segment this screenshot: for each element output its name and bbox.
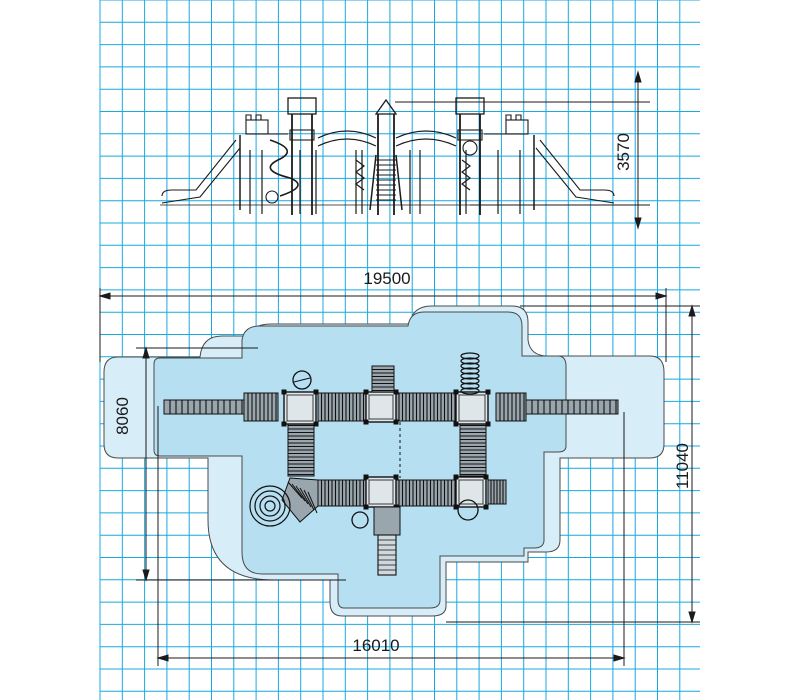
right-battlement bbox=[505, 119, 529, 135]
ramp-slat bbox=[307, 491, 318, 514]
dim-line-structure-depth-arrow bbox=[142, 569, 150, 582]
center-ladder-rail bbox=[395, 154, 403, 211]
dim-plan-structure-depth: 8060 bbox=[113, 397, 132, 435]
coil-left bbox=[355, 159, 365, 191]
tower-top-center-post bbox=[393, 419, 399, 425]
ramp-slat bbox=[299, 487, 312, 508]
bottom-bridge-a bbox=[317, 479, 371, 507]
spiral-coil bbox=[460, 372, 480, 380]
dim-line-total-depth-arrow bbox=[688, 304, 696, 317]
right-tube bbox=[525, 399, 619, 415]
center-roof bbox=[374, 98, 398, 115]
tower-top-right bbox=[455, 391, 489, 425]
ramp-slat bbox=[303, 489, 315, 511]
spiral-coil bbox=[460, 352, 480, 360]
left-crenel bbox=[245, 114, 262, 120]
tower-top-center-post bbox=[363, 389, 369, 395]
left-arch bbox=[317, 130, 377, 147]
tower-top-right-post bbox=[453, 421, 459, 427]
tower-top-center-post bbox=[363, 419, 369, 425]
bottom-slide-top bbox=[373, 506, 401, 536]
tower-top-center-inner bbox=[368, 394, 394, 420]
tower-top-left-post bbox=[313, 389, 319, 395]
tower-top-right-post bbox=[485, 421, 491, 427]
ramp-slat bbox=[287, 481, 303, 499]
dim-line-elevation-arrow bbox=[634, 70, 642, 83]
steering-wheel bbox=[351, 511, 369, 529]
spiral-slide-ring bbox=[264, 500, 276, 512]
spiral-slide-ring bbox=[249, 485, 291, 527]
right-slide bbox=[539, 139, 615, 197]
porthole bbox=[292, 370, 312, 390]
dim-line-structure-width-arrow bbox=[156, 654, 169, 662]
tower-top-left-post bbox=[281, 421, 287, 427]
tower-top-center-post bbox=[393, 389, 399, 395]
left-battlement bbox=[245, 119, 269, 135]
tower-bottom-center-post bbox=[363, 474, 369, 480]
left-slide bbox=[161, 139, 237, 197]
right-crenel bbox=[505, 114, 522, 120]
tower-bottom-right-post bbox=[483, 474, 489, 480]
dim-line-elevation-arrow bbox=[634, 217, 642, 230]
spiral-coil bbox=[460, 362, 480, 370]
dim-line-structure-depth-arrow bbox=[142, 346, 150, 359]
left-slide-edge bbox=[161, 147, 241, 204]
left-tall-tower-roof bbox=[287, 97, 317, 115]
tower-bottom-right-inner bbox=[458, 479, 484, 505]
tower-top-right-inner bbox=[458, 394, 486, 422]
tower-bottom-center-post bbox=[363, 504, 369, 510]
left-bridge bbox=[243, 392, 279, 422]
tower-top-left-post bbox=[281, 389, 287, 395]
right-tall-tower-deck bbox=[457, 129, 483, 141]
tower-top-left bbox=[283, 391, 317, 425]
spiral-coil bbox=[460, 387, 480, 395]
dim-line-structure-width-arrow bbox=[613, 654, 626, 662]
tower-top-right-post bbox=[485, 389, 491, 395]
tower-top-left-inner bbox=[286, 394, 314, 422]
tower-bottom-center-inner bbox=[368, 479, 394, 505]
wheel-panel bbox=[457, 499, 479, 521]
center-ladder-rail bbox=[369, 154, 377, 211]
tower-bottom-right-post bbox=[453, 504, 459, 510]
spiral-coil bbox=[460, 357, 480, 365]
tower-bottom-center bbox=[365, 476, 397, 508]
dim-line-total-width-arrow bbox=[655, 292, 668, 300]
spiral-coil bbox=[460, 367, 480, 375]
ramp-slat bbox=[291, 483, 306, 502]
dim-elevation-height: 3570 bbox=[614, 133, 633, 171]
safety-zone-inner bbox=[153, 311, 567, 609]
dim-plan-total-width: 19500 bbox=[363, 269, 410, 288]
spiral-exit bbox=[265, 190, 279, 204]
left-tall-tower-deck bbox=[289, 129, 315, 141]
tower-bottom-right-post bbox=[483, 504, 489, 510]
spiral-coil bbox=[460, 377, 480, 385]
dim-line-total-depth-arrow bbox=[688, 611, 696, 624]
tower-bottom-center-post bbox=[393, 474, 399, 480]
right-slide-edge bbox=[535, 147, 615, 204]
spiral-coil bbox=[460, 382, 480, 390]
spiral-slide-elevation bbox=[269, 139, 299, 197]
top-bridge-a bbox=[317, 392, 371, 422]
tower-top-center bbox=[365, 391, 397, 423]
diagonal-ramp bbox=[281, 477, 319, 523]
right-arch bbox=[395, 130, 457, 147]
tower-top-left-post bbox=[313, 421, 319, 427]
right-tall-tower-roof bbox=[455, 97, 485, 115]
dim-plan-structure-width: 16010 bbox=[352, 636, 399, 655]
right-bridge bbox=[495, 392, 527, 422]
porthole-bar bbox=[293, 377, 311, 383]
elev-porthole bbox=[462, 140, 478, 156]
spiral-slide-ring bbox=[254, 490, 286, 522]
spiral-slide-ring bbox=[259, 495, 281, 517]
tower-top-right-post bbox=[453, 389, 459, 395]
ramp-slat bbox=[295, 485, 309, 505]
dim-plan-total-depth: 11040 bbox=[673, 443, 692, 489]
tower-bottom-right-post bbox=[453, 474, 459, 480]
dim-line-total-width-arrow bbox=[98, 292, 111, 300]
